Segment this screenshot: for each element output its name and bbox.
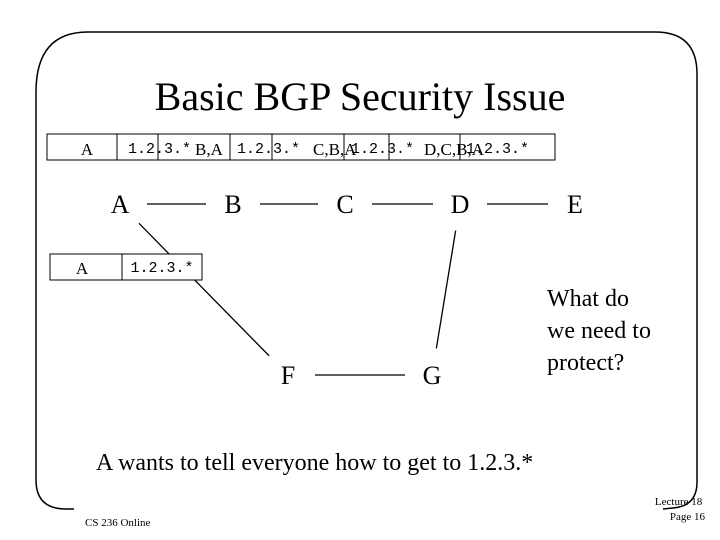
route-prefix-label: 1.2.3.* xyxy=(128,141,191,158)
node-label: B xyxy=(224,190,241,219)
node-label: C xyxy=(336,190,353,219)
node-e: E xyxy=(548,177,602,231)
slide-caption: A wants to tell everyone how to get to 1… xyxy=(96,450,533,476)
node-background xyxy=(93,177,147,231)
node-c: C xyxy=(318,177,372,231)
node-d: D xyxy=(433,177,487,231)
route-path-label: A xyxy=(81,140,94,159)
node-background xyxy=(261,348,315,402)
route-path-label: B,A xyxy=(195,140,224,159)
node-background xyxy=(318,177,372,231)
node-b: B xyxy=(206,177,260,231)
node-background xyxy=(206,177,260,231)
lower-route-prefix-box xyxy=(121,253,203,281)
protect-question: What do we need to protect? xyxy=(547,286,657,376)
node-f: F xyxy=(261,348,315,402)
node-a: A xyxy=(93,177,147,231)
question-line: we need to xyxy=(547,318,651,344)
footer-lecture-line: Lecture 18 xyxy=(655,496,703,508)
edge-g-d xyxy=(431,203,461,376)
network-nodes: A B C D E F G xyxy=(93,177,602,402)
route-prefix-label: 1.2.3.* xyxy=(351,141,414,158)
node-background xyxy=(548,177,602,231)
footer-course: CS 236 Online xyxy=(85,517,151,529)
route-path-label: D,C,B,A xyxy=(424,140,485,159)
footer-page-line: Page 16 xyxy=(670,511,706,523)
lower-route-announcement: A 1.2.3.* xyxy=(49,253,203,281)
node-label: D xyxy=(451,190,470,219)
route-strip-frame xyxy=(46,133,556,161)
lower-route-prefix: 1.2.3.* xyxy=(130,260,193,277)
question-line: protect? xyxy=(547,350,624,376)
slide-title: Basic BGP Security Issue xyxy=(155,74,566,119)
node-label: A xyxy=(111,190,130,219)
footer-lecture: Lecture 18 Page 16 xyxy=(655,496,706,523)
route-prefix-label: 1.2.3.* xyxy=(466,141,529,158)
node-label: F xyxy=(281,361,295,390)
route-path-label: C,B,A xyxy=(313,140,357,159)
node-background xyxy=(405,348,459,402)
lower-route-path: A xyxy=(76,259,89,278)
node-label: E xyxy=(567,190,583,219)
edge-a-f xyxy=(119,203,289,376)
question-line: What do xyxy=(547,286,629,312)
node-g: G xyxy=(405,348,459,402)
route-prefix-label: 1.2.3.* xyxy=(237,141,300,158)
node-background xyxy=(433,177,487,231)
slide-border xyxy=(35,31,698,510)
node-label: G xyxy=(423,361,442,390)
